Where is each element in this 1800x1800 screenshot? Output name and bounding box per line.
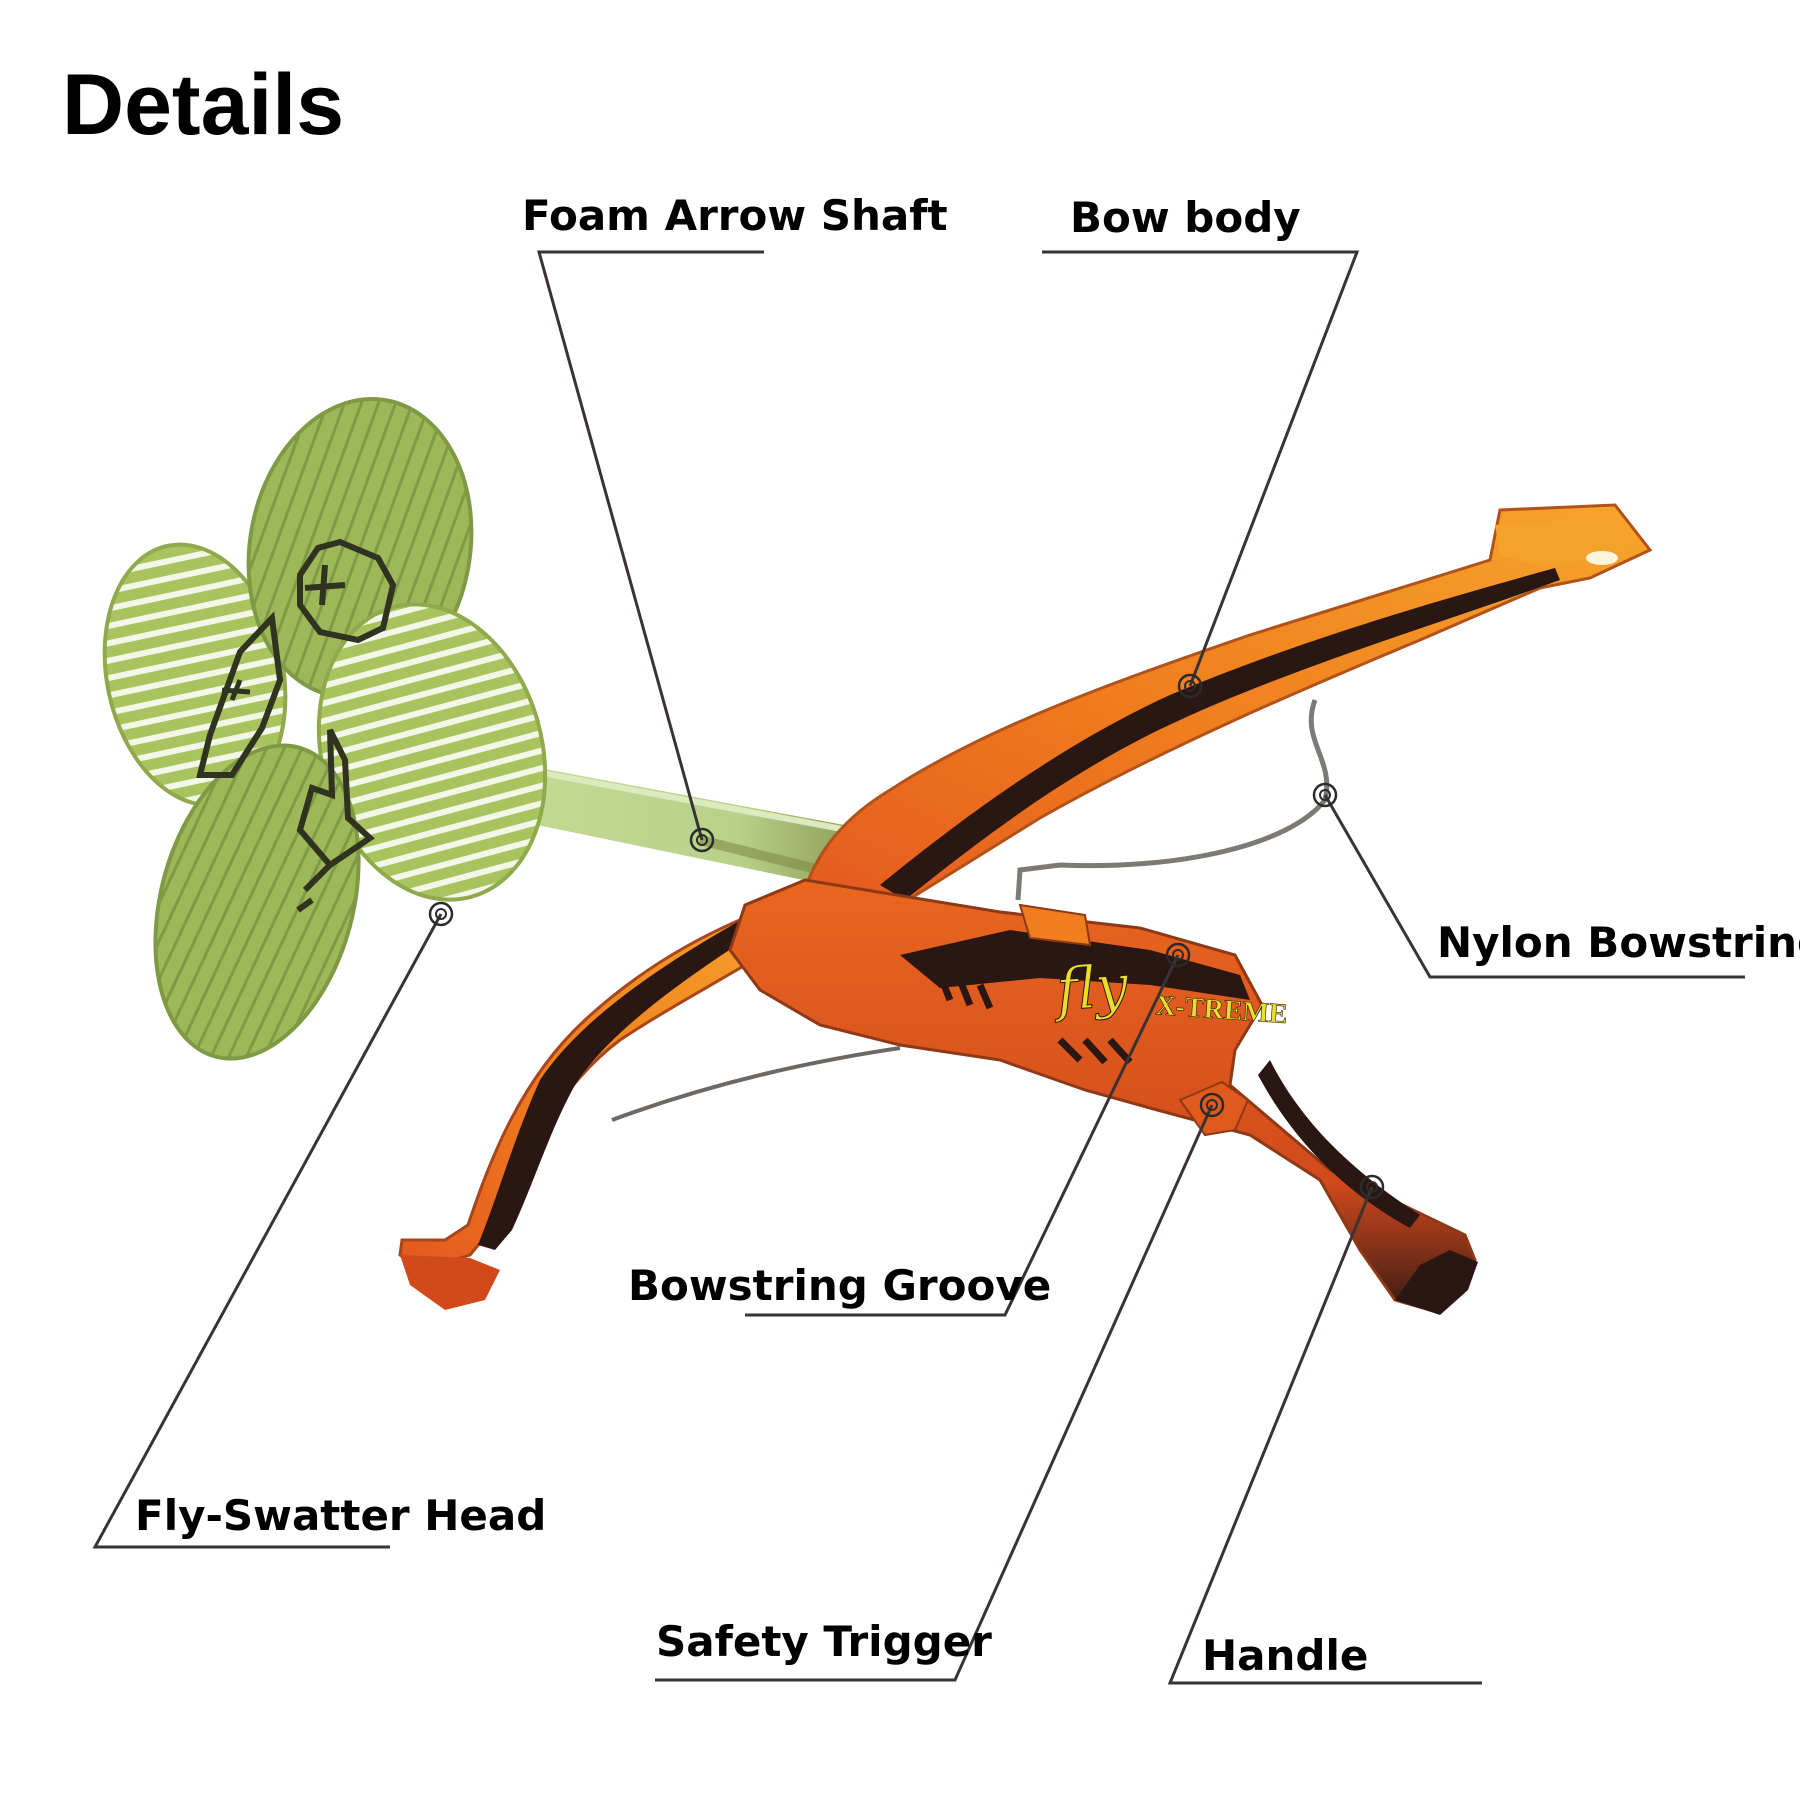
callout-marker [1359, 1174, 1385, 1200]
callout-foam-arrow-shaft: Foam Arrow Shaft [522, 191, 948, 853]
brand-logo: fly X-TREME [1050, 951, 1289, 1031]
callout-bowstring-groove: Bowstring Groove [628, 942, 1191, 1317]
callout-label: Safety Trigger [656, 1617, 992, 1666]
leader-line [1323, 794, 1745, 979]
callout-label: Nylon Bowstring [1437, 918, 1800, 967]
leader-line [92, 913, 443, 1549]
callout-fly-swatter-head: Fly-Swatter Head [92, 901, 546, 1549]
callout-marker [428, 901, 454, 927]
logo-script: fly [1050, 951, 1131, 1024]
product-illustration: fly X-TREME [102, 397, 1653, 1315]
leader-line [745, 954, 1180, 1317]
bow-body-shape [798, 503, 1653, 910]
page-title: Details [62, 57, 344, 153]
leader-line [1167, 1186, 1482, 1685]
callout-marker [1199, 1092, 1225, 1118]
callout-label: Foam Arrow Shaft [522, 191, 948, 240]
fly-swatter-head-shape [102, 397, 548, 1061]
callout-marker [1177, 673, 1203, 699]
callout-handle: Handle [1167, 1174, 1482, 1685]
lower-limb-shape [398, 898, 823, 1310]
callout-marker [689, 827, 715, 853]
callout-label: Fly-Swatter Head [135, 1491, 546, 1540]
callout-safety-trigger: Safety Trigger [655, 1092, 1225, 1682]
callout-marker [1312, 782, 1338, 808]
callout-label: Bow body [1070, 193, 1301, 242]
callout-bow-body: Bow body [1042, 193, 1360, 699]
leader-line [537, 250, 764, 841]
leader-line [1042, 250, 1360, 687]
grip-stock-shape [728, 878, 1478, 1315]
callout-nylon-bowstring: Nylon Bowstring [1312, 782, 1800, 979]
callout-label: Bowstring Groove [628, 1261, 1051, 1310]
nylon-bowstring-shape [611, 699, 1330, 1122]
callout-marker [1165, 942, 1191, 968]
callout-label: Handle [1202, 1631, 1368, 1680]
leader-line [655, 1104, 1214, 1682]
